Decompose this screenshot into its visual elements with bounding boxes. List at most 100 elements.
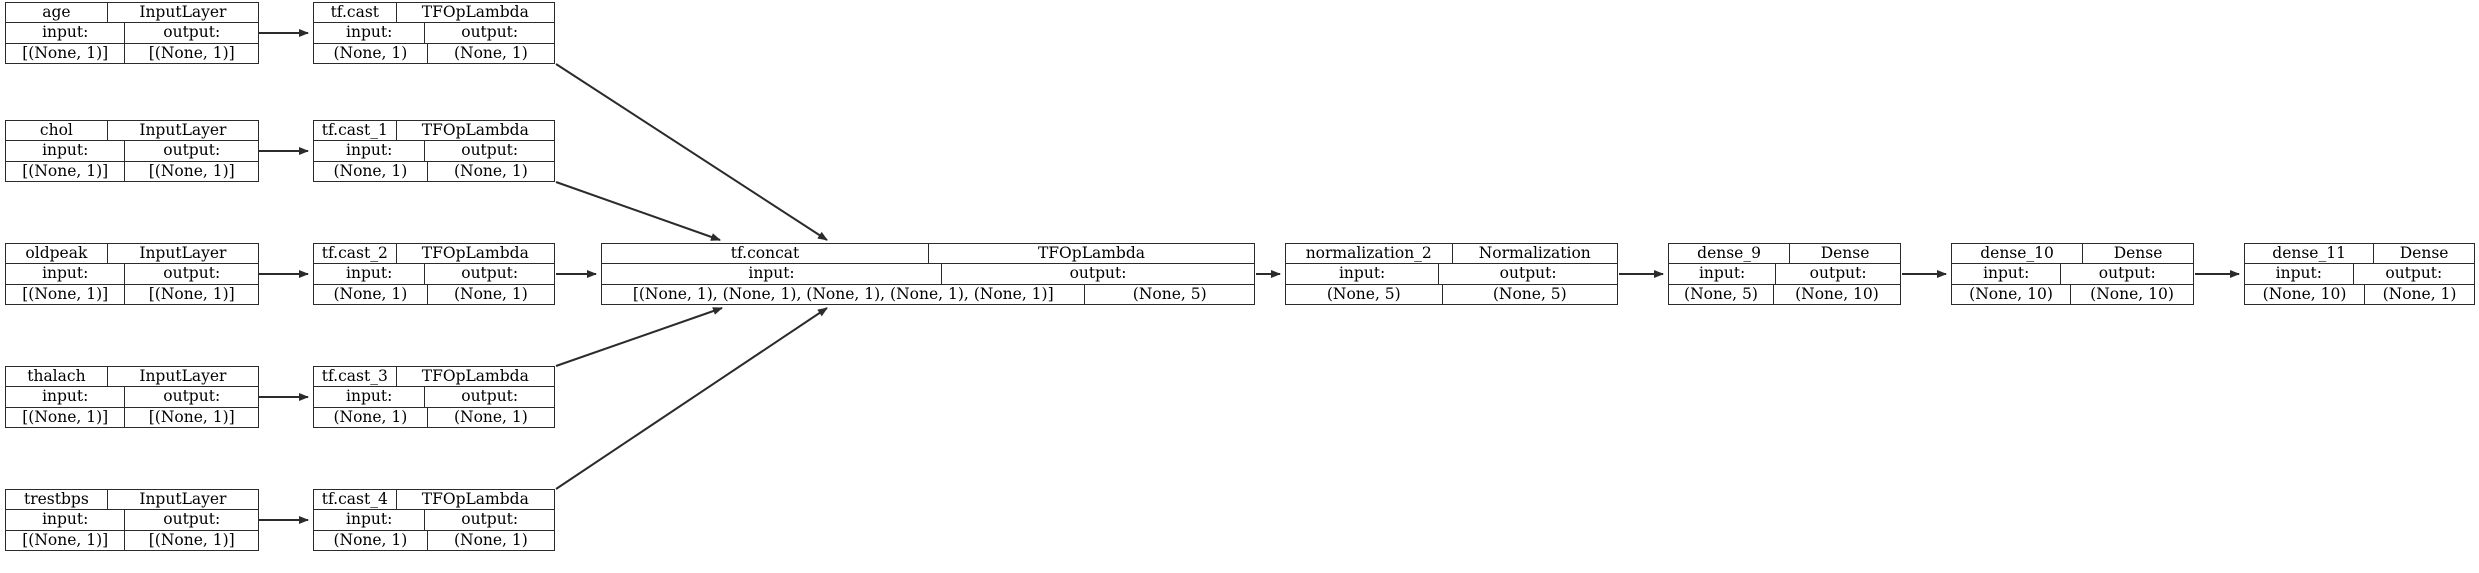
layer-name: trestbps (24, 490, 89, 508)
node-io-label-row: input: output: (602, 263, 1254, 284)
output-shape: (None, 1) (426, 161, 554, 181)
layer-name: dense_9 (1697, 244, 1761, 262)
input-label: input: (2275, 264, 2322, 283)
output-shape: (None, 1) (426, 530, 554, 550)
output-label: output: (941, 264, 1254, 284)
node-shape-row: [(None, 1)] [(None, 1)] (6, 42, 258, 63)
output-label: output: (424, 510, 554, 530)
layer-class: Dense (2373, 244, 2474, 264)
node-io-label-row: input:output: (1286, 263, 1617, 284)
input-label: input: (42, 387, 89, 406)
input-label: input: (1338, 264, 1386, 283)
input-label: input: (346, 387, 393, 406)
output-shape: (None, 1) (426, 43, 554, 63)
layer-class: InputLayer (106, 244, 258, 264)
layer-name: tf.cast (330, 3, 380, 21)
node-io-label-row: input: output: (1952, 263, 2193, 284)
layer-class: Dense (2082, 244, 2193, 264)
output-shape: (None, 1) (426, 407, 554, 427)
output-label: output: (424, 264, 554, 284)
node-shape-row: [(None, 1)] [(None, 1)] (6, 283, 258, 304)
input-shape: [(None, 1)] (22, 530, 109, 549)
edge-tf_cast-to-tf_concat (555, 63, 828, 241)
layer-name: age (42, 3, 71, 21)
node-header-row: tf.concat TFOpLambda (602, 244, 1254, 264)
node-shape-row: [(None, 1), (None, 1), (None, 1), (None,… (602, 283, 1254, 304)
output-label: output: (424, 23, 554, 43)
input-shape: [(None, 1)] (22, 407, 109, 426)
node-io-label-row: input:output: (1669, 263, 1900, 284)
node-io-label-row: input:output: (6, 140, 258, 161)
input-shape: [(None, 1)] (22, 284, 109, 303)
node-io-label-row: input:output: (314, 140, 554, 161)
layer-class: InputLayer (106, 490, 258, 510)
output-label: output: (124, 510, 258, 530)
node-header-row: tf.cast_4 TFOpLambda (314, 490, 554, 510)
node-tf_concat[interactable]: tf.concat TFOpLambda input: output:[(None, … (601, 243, 1255, 305)
layer-name: oldpeak (25, 244, 88, 262)
input-label: input: (42, 264, 89, 283)
output-label: output: (124, 387, 258, 407)
node-shape-row: (None, 1)(None, 1) (314, 529, 554, 550)
output-shape: [(None, 1)] (124, 284, 258, 304)
layer-class: TFOpLambda (395, 244, 554, 264)
layer-class: TFOpLambda (395, 490, 554, 510)
input-label: input: (748, 264, 795, 283)
node-shape-row: (None, 1)(None, 1) (314, 42, 554, 63)
input-label: input: (346, 141, 393, 160)
output-label: output: (2352, 264, 2474, 284)
layer-class: TFOpLambda (928, 244, 1254, 264)
input-shape: (None, 5) (1326, 284, 1401, 303)
node-shape-row: (None, 1)(None, 1) (314, 283, 554, 304)
output-label: output: (1775, 264, 1900, 284)
output-label: output: (2060, 264, 2193, 284)
node-io-label-row: input: output: (2245, 263, 2474, 284)
node-io-label-row: input:output: (6, 22, 258, 43)
node-shape-row: (None, 10)(None, 1) (2245, 283, 2474, 304)
node-io-label-row: input: output: (6, 386, 258, 407)
input-label: input: (346, 510, 393, 529)
output-shape: [(None, 1)] (124, 43, 258, 63)
layer-class: TFOpLambda (395, 367, 554, 387)
output-shape: (None, 10) (1772, 284, 1900, 304)
node-io-label-row: input:output: (314, 386, 554, 407)
input-shape: [(None, 1), (None, 1), (None, 1), (None,… (632, 284, 1054, 303)
input-shape: (None, 1) (333, 284, 408, 303)
input-label: input: (346, 23, 393, 42)
input-label: input: (1983, 264, 2030, 283)
layer-name: tf.cast_4 (321, 490, 388, 508)
input-shape: [(None, 1)] (22, 43, 109, 62)
node-shape-row: [(None, 1)][(None, 1)] (6, 160, 258, 181)
layer-name: tf.concat (730, 244, 800, 262)
output-shape: [(None, 1)] (124, 407, 258, 427)
node-shape-row: (None, 10)(None, 10) (1952, 283, 2193, 304)
input-shape: [(None, 1)] (22, 161, 109, 180)
layer-class: InputLayer (106, 3, 258, 23)
layer-class: InputLayer (106, 367, 258, 387)
node-header-row: trestbps InputLayer (6, 490, 258, 510)
input-shape: (None, 5) (1684, 284, 1758, 303)
input-label: input: (346, 264, 393, 283)
